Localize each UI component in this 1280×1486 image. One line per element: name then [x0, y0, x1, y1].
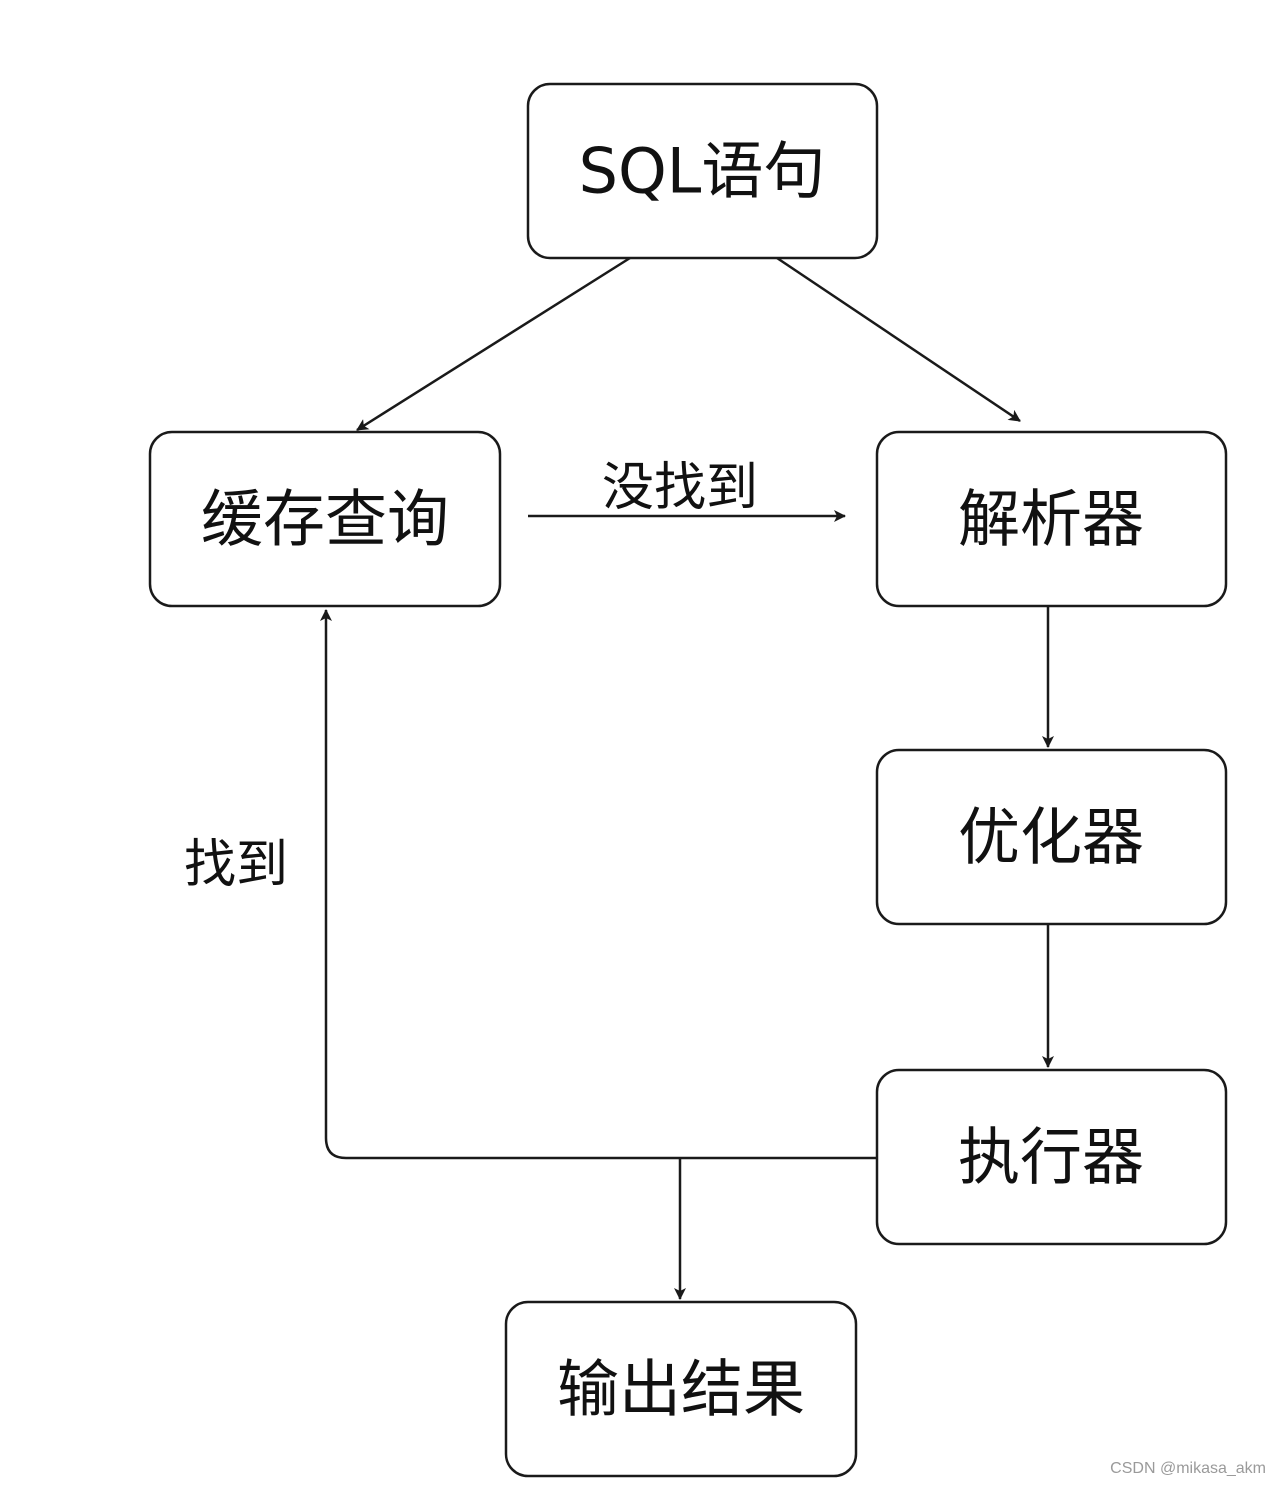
node-cache-query: 缓存查询 — [148, 430, 502, 608]
arrow-sql-to-parser — [776, 256, 1021, 423]
node-parser: 解析器 — [875, 430, 1228, 608]
arrow-cache-hit — [320, 609, 877, 1160]
node-output-result: 输出结果 — [504, 1300, 858, 1478]
node-parser-label: 解析器 — [958, 483, 1144, 556]
watermark: CSDN @mikasa_akm — [1110, 1460, 1266, 1477]
node-cache-query-label: 缓存查询 — [201, 483, 449, 556]
node-executor: 执行器 — [875, 1068, 1228, 1246]
node-sql-statement-label: SQL语句 — [579, 135, 826, 208]
node-optimizer-label: 优化器 — [958, 801, 1144, 874]
node-output-result-label: 输出结果 — [557, 1353, 805, 1426]
label-cache-miss: 没找到 — [602, 458, 758, 518]
node-sql-statement: SQL语句 — [526, 82, 879, 260]
node-executor-label: 执行器 — [958, 1121, 1144, 1194]
label-cache-hit: 找到 — [184, 835, 288, 895]
node-optimizer: 优化器 — [875, 748, 1228, 926]
arrow-sql-to-cache — [356, 256, 631, 432]
